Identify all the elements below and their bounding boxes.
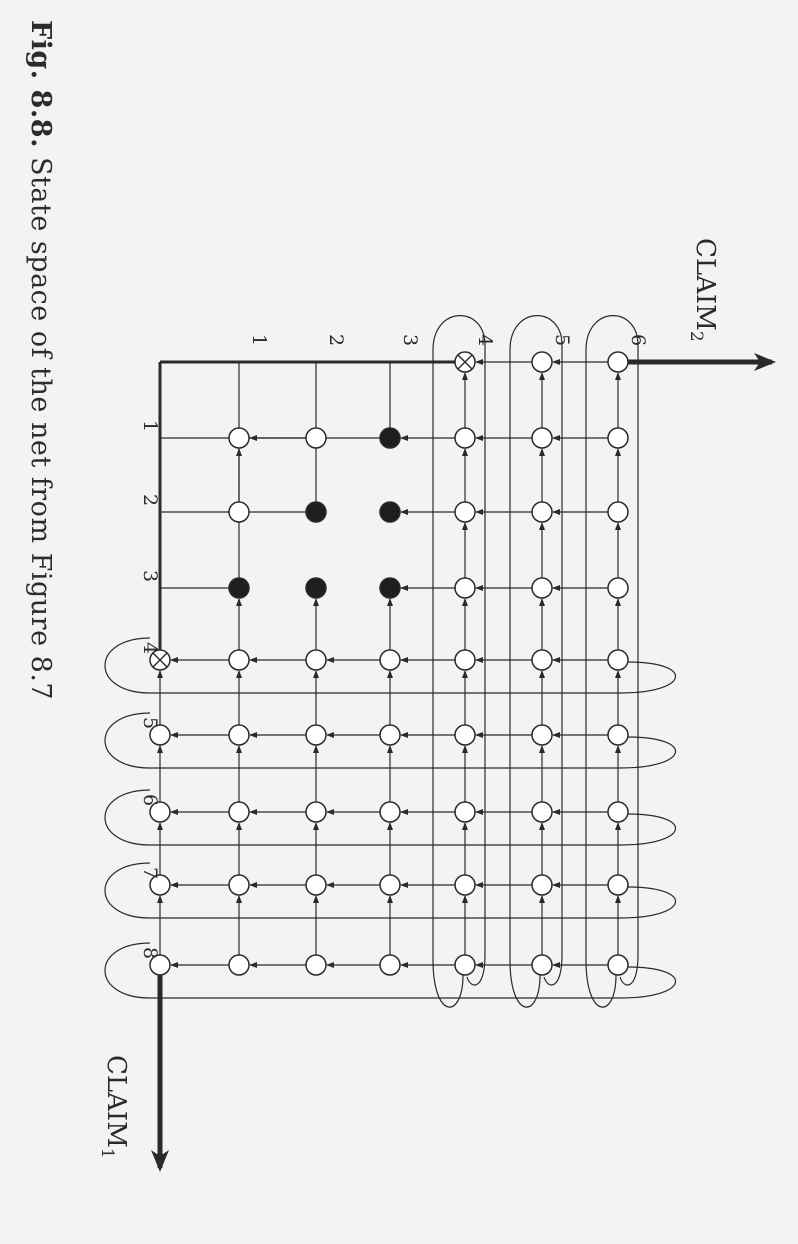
cross-mark	[152, 652, 168, 668]
claim2-axis-label: CLAIM2	[686, 238, 720, 342]
column-loop	[432, 315, 486, 1008]
state-node	[305, 954, 327, 976]
figure-caption: Fig. 8.8. State space of the net from Fi…	[25, 20, 56, 700]
claim1-tick-label: 3	[139, 570, 161, 582]
state-node	[305, 427, 327, 449]
state-node	[228, 724, 250, 746]
dead-state-node	[379, 501, 401, 523]
claim1-tick-label: 2	[139, 494, 161, 506]
state-node	[454, 427, 476, 449]
claim1-tick-labels: 1 2 3 4 5 6 7 8	[139, 420, 161, 959]
row-loop	[104, 637, 677, 694]
state-node	[149, 724, 171, 746]
state-node	[228, 954, 250, 976]
state-node	[531, 577, 553, 599]
state-node	[379, 954, 401, 976]
state-node	[531, 501, 553, 523]
figure-caption-text: State space of the net from Figure 8.7	[25, 157, 56, 701]
claim2-tick-label: 5	[551, 334, 573, 346]
state-nodes	[149, 351, 629, 976]
state-node	[305, 874, 327, 896]
state-node	[228, 801, 250, 823]
state-node	[305, 649, 327, 671]
state-node	[454, 501, 476, 523]
state-node	[228, 874, 250, 896]
row-loop	[104, 789, 677, 846]
state-node	[454, 577, 476, 599]
state-node	[149, 954, 171, 976]
state-node	[149, 874, 171, 896]
state-node	[531, 427, 553, 449]
claim2-tick-labels: 1 2 3 4 5 6	[248, 334, 649, 346]
state-node	[607, 954, 629, 976]
claim1-tick-label: 8	[139, 947, 161, 959]
state-node	[531, 954, 553, 976]
dead-state-node	[379, 577, 401, 599]
state-node	[454, 874, 476, 896]
state-node	[454, 724, 476, 746]
dead-state-node	[305, 577, 327, 599]
row-loop	[104, 712, 677, 769]
state-node	[379, 724, 401, 746]
row-loop	[104, 942, 677, 999]
claim1-tick-label: 1	[139, 420, 161, 432]
state-node	[379, 874, 401, 896]
claim2-tick-label: 4	[474, 334, 496, 346]
state-node	[607, 427, 629, 449]
dead-state-node	[228, 577, 250, 599]
state-node	[607, 577, 629, 599]
state-node	[305, 801, 327, 823]
state-node	[531, 801, 553, 823]
claim1-tick-label: 6	[139, 794, 161, 806]
state-node	[305, 724, 327, 746]
state-node	[149, 801, 171, 823]
state-node	[531, 649, 553, 671]
state-node	[228, 501, 250, 523]
claim2-tick-label: 6	[627, 334, 649, 346]
state-node	[379, 801, 401, 823]
claim1-axis-label: CLAIM1	[97, 1055, 131, 1159]
state-node	[454, 954, 476, 976]
state-node	[607, 724, 629, 746]
state-node	[607, 649, 629, 671]
column-loop	[585, 315, 639, 1008]
state-node	[454, 801, 476, 823]
state-node	[454, 649, 476, 671]
figure-number: Fig. 8.8.	[25, 20, 56, 148]
dead-state-node	[305, 501, 327, 523]
claim1-tick-label: 7	[139, 867, 161, 879]
state-node	[607, 801, 629, 823]
claim2-tick-label: 3	[399, 334, 421, 346]
transition-edges	[157, 359, 621, 968]
loop-curves	[104, 315, 677, 1008]
row-loop	[104, 862, 677, 919]
state-node	[228, 427, 250, 449]
claim2-tick-label: 2	[325, 334, 347, 346]
claim1-tick-label: 4	[139, 642, 161, 654]
state-node	[531, 724, 553, 746]
state-node	[531, 351, 553, 373]
state-node	[607, 501, 629, 523]
state-node	[228, 649, 250, 671]
state-node	[607, 874, 629, 896]
cross-mark	[457, 354, 473, 370]
claim2-tick-label: 1	[248, 334, 270, 346]
column-loop	[509, 315, 563, 1008]
state-node	[379, 649, 401, 671]
dead-state-node	[379, 427, 401, 449]
state-node	[607, 351, 629, 373]
claim-axes	[151, 353, 776, 1172]
state-node	[531, 874, 553, 896]
claim1-tick-label: 5	[139, 717, 161, 729]
